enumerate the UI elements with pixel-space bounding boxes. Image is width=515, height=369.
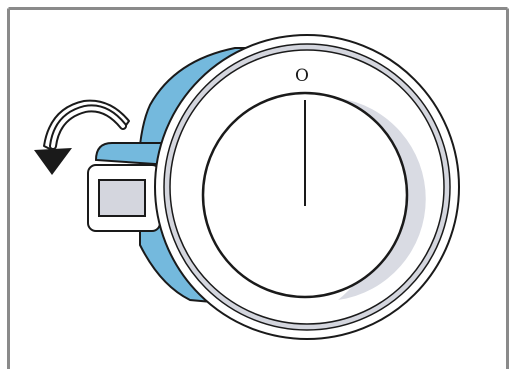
side-button[interactable] [87, 164, 161, 232]
frame-border [7, 7, 509, 369]
rotate-arrow-icon [34, 99, 130, 175]
dial-face-shadow [338, 98, 426, 300]
dial-blue-ledge [94, 142, 171, 167]
position-label: O [295, 66, 309, 86]
